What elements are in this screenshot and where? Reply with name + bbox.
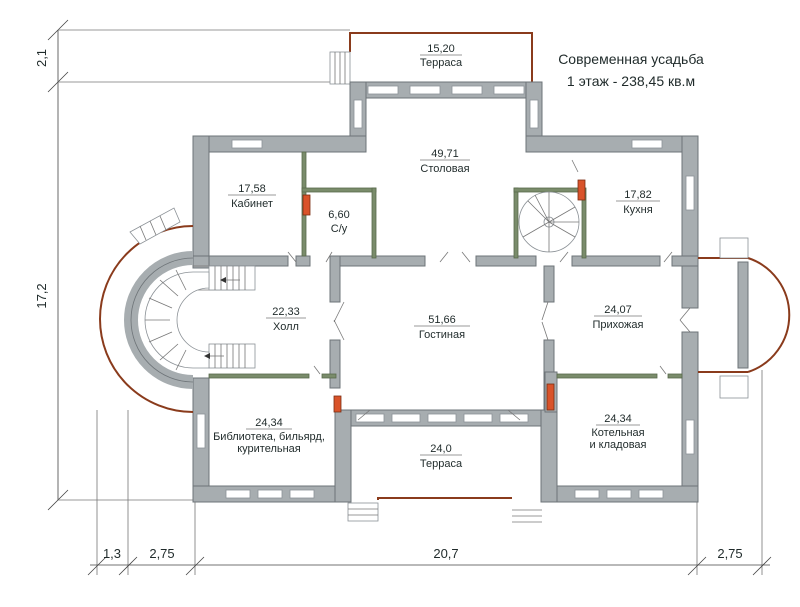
room-kitchen: 17,82 Кухня <box>616 189 660 216</box>
room-hall: 22,33 Холл <box>266 306 306 333</box>
room-terrace-top: 15,20 Терраса <box>420 43 463 69</box>
room-name-line2: и кладовая <box>589 439 646 451</box>
room-area: 24,34 <box>604 413 632 425</box>
room-area: 15,20 <box>427 43 455 55</box>
door-swings <box>287 159 691 421</box>
room-area: 24,07 <box>604 304 632 316</box>
room-library: 24,34 Библиотека, бильярд, курительная <box>213 417 325 455</box>
room-name: Гостиная <box>419 329 465 341</box>
dim-bottom-b: 2,75 <box>149 546 174 561</box>
room-living: 51,66 Гостиная <box>414 314 470 341</box>
room-area: 17,82 <box>624 189 652 201</box>
dim-bottom-c: 2,75 <box>717 546 742 561</box>
room-area: 24,34 <box>255 417 283 429</box>
room-dining: 49,71 Столовая <box>420 148 470 175</box>
room-wc: 6,60 С/у <box>328 209 349 235</box>
title-text: Современная усадьба <box>558 51 704 67</box>
spiral-stair <box>518 191 580 253</box>
dimension-lines <box>47 19 772 576</box>
room-boiler: 24,34 Котельная и кладовая <box>589 413 646 451</box>
room-area: 6,60 <box>328 209 349 221</box>
windows <box>196 85 695 499</box>
room-name: Кабинет <box>231 198 273 210</box>
terrace-bottom <box>347 497 542 523</box>
dim-left-height: 17,2 <box>34 283 49 308</box>
room-name: С/у <box>331 223 348 235</box>
stoves <box>302 179 586 413</box>
room-name: Кухня <box>623 204 652 216</box>
plan-title: Современная усадьба 1 этаж - 238,45 кв.м <box>558 51 704 89</box>
room-area: 24,0 <box>430 443 451 455</box>
dimension-labels: 2,1 17,2 1,3 2,75 20,7 2,75 <box>34 49 743 561</box>
terrace-top <box>329 32 533 85</box>
room-name: Столовая <box>420 163 469 175</box>
dim-top-left: 2,1 <box>34 49 49 67</box>
room-name: Терраса <box>420 458 463 470</box>
left-round-stair <box>99 207 256 413</box>
dim-bottom-width: 20,7 <box>433 546 458 561</box>
subtitle-text: 1 этаж - 238,45 кв.м <box>567 73 695 89</box>
room-study: 17,58 Кабинет <box>228 183 276 210</box>
room-name: Терраса <box>420 57 463 69</box>
room-name-line1: Библиотека, бильярд, <box>213 431 325 443</box>
dim-bottom-a: 1,3 <box>103 546 121 561</box>
room-name-line2: курительная <box>237 443 301 455</box>
room-name-line1: Котельная <box>591 427 644 439</box>
right-bay <box>698 237 791 399</box>
room-entry: 24,07 Прихожая <box>593 304 644 331</box>
room-name: Холл <box>273 321 299 333</box>
room-area: 17,58 <box>238 183 266 195</box>
room-labels: 15,20 Терраса 49,71 Столовая 17,58 Кабин… <box>213 43 660 470</box>
room-name: Прихожая <box>593 319 644 331</box>
room-area: 22,33 <box>272 306 300 318</box>
room-area: 51,66 <box>428 314 456 326</box>
room-area: 49,71 <box>431 148 459 160</box>
room-terrace-bottom: 24,0 Терраса <box>420 443 463 470</box>
